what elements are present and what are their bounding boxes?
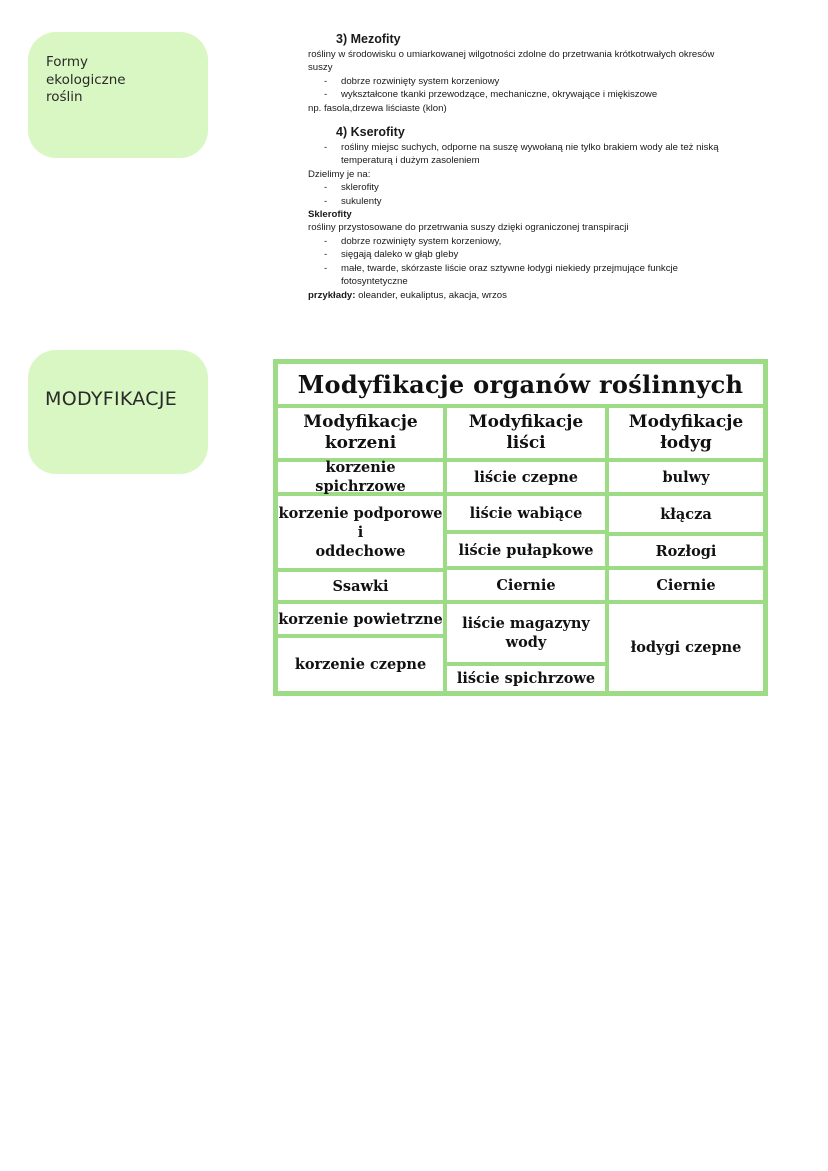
- header-leaves: Modyfikacje liści: [445, 406, 607, 460]
- paragraph: Dzielimy je na:: [308, 168, 371, 180]
- list-item: -wykształcone tkanki przewodzące, mechan…: [324, 89, 658, 101]
- list-item-text: dobrze rozwinięty system korzeniowy,: [341, 235, 502, 247]
- table-cell-root: korzenie powietrzne: [276, 602, 445, 636]
- list-item: -sukulenty: [324, 195, 382, 207]
- table-cell-stem: Ciernie: [607, 568, 765, 602]
- table-cell-leaf: liście magazyny wody: [445, 602, 607, 664]
- examples-text: oleander, eukaliptus, akacja, wrzos: [355, 289, 507, 301]
- table-cell-leaf: liście spichrzowe: [445, 664, 607, 693]
- topic-bubble-modifications: MODYFIKACJE: [28, 350, 208, 474]
- table-cell-leaf: liście czepne: [445, 460, 607, 494]
- list-item: -rośliny miejsc suchych, odporne na susz…: [324, 142, 719, 167]
- modifications-table: Modyfikacje organów roślinnych Modyfikac…: [273, 359, 768, 696]
- table-cell-leaf: liście wabiące: [445, 494, 607, 532]
- list-item-text: małe, twarde, skórzaste liście oraz szty…: [341, 262, 678, 288]
- header-roots: Modyfikacje korzeni: [276, 406, 445, 460]
- list-item: -dobrze rozwinięty system korzeniowy: [324, 75, 500, 87]
- list-item-text: sięgają daleko w głąb gleby: [341, 249, 459, 261]
- section-title-kserofity: 4) Kserofity: [336, 125, 405, 140]
- table-cell-stem: bulwy: [607, 460, 765, 494]
- bubble-label: MODYFIKACJE: [45, 388, 178, 410]
- bubble-label: Formy ekologiczne roślin: [46, 54, 126, 105]
- list-item-text: dobrze rozwinięty system korzeniowy: [341, 75, 500, 87]
- examples-label: przykłady:: [308, 289, 356, 301]
- header-stems: Modyfikacje łodyg: [607, 406, 765, 460]
- table-cell-leaf: Ciernie: [445, 568, 607, 602]
- paragraph: rośliny w środowisku o umiarkowanej wilg…: [308, 49, 715, 74]
- list-item-text: wykształcone tkanki przewodzące, mechani…: [341, 89, 658, 101]
- table-cell-stem: kłącza: [607, 494, 765, 534]
- table-cell-leaf: liście pułapkowe: [445, 532, 607, 568]
- notes-block: 3) Mezofity rośliny w środowisku o umiar…: [308, 30, 738, 302]
- table-cell-stem: Rozłogi: [607, 534, 765, 568]
- table-cell-root: korzenie podporowe i oddechowe: [276, 494, 445, 570]
- section-title-mezofity: 3) Mezofity: [336, 32, 401, 46]
- paragraph: rośliny przystosowane do przetrwania sus…: [308, 222, 629, 234]
- table-cell-stem: łodygi czepne: [607, 602, 765, 693]
- list-item: -dobrze rozwinięty system korzeniowy,: [324, 235, 502, 247]
- list-item-text: sklerofity: [341, 182, 379, 194]
- topic-bubble-forms: Formy ekologiczne roślin: [28, 32, 208, 158]
- paragraph: np. fasola,drzewa liściaste (klon): [308, 102, 447, 114]
- examples-line: przykłady: oleander, eukaliptus, akacja,…: [308, 289, 738, 302]
- table-cell-root: Ssawki: [276, 570, 445, 602]
- table-cell-root: korzenie spichrzowe: [276, 459, 445, 495]
- subheading: Sklerofity: [308, 209, 352, 221]
- list-item-text: sukulenty: [341, 195, 382, 207]
- table-cell-root: korzenie czepne: [276, 636, 445, 693]
- list-item-text: rośliny miejsc suchych, odporne na suszę…: [341, 142, 719, 167]
- table-title: Modyfikacje organów roślinnych: [276, 362, 765, 406]
- list-item: -małe, twarde, skórzaste liście oraz szt…: [324, 262, 678, 288]
- list-item: -sklerofity: [324, 182, 379, 194]
- list-item: -sięgają daleko w głąb gleby: [324, 249, 459, 261]
